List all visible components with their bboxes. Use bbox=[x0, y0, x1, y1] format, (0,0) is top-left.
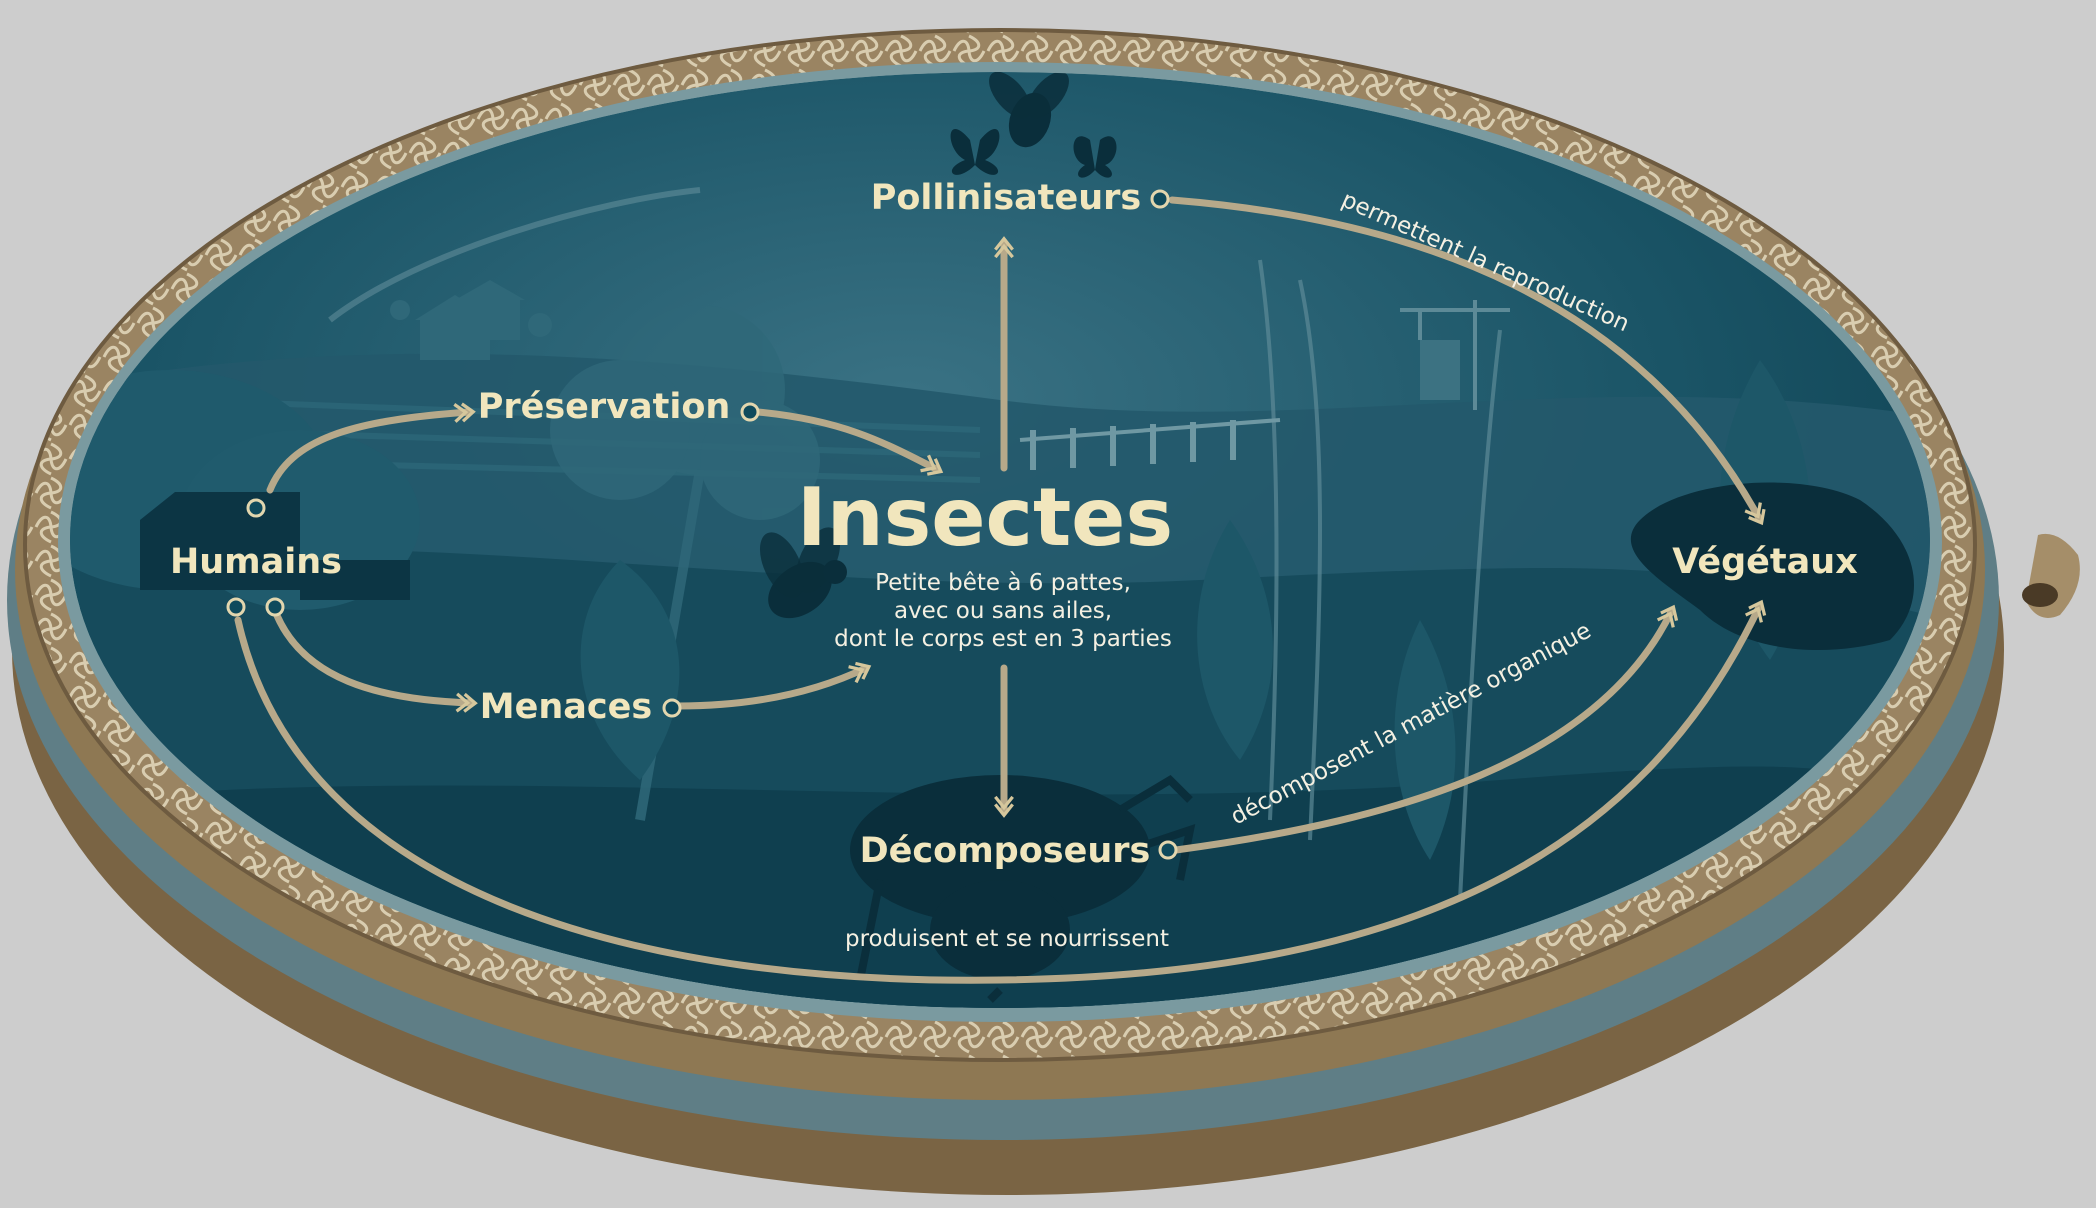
node-menaces: Menaces bbox=[480, 687, 652, 727]
hanging-hole bbox=[2022, 583, 2058, 607]
node-preservation: Préservation bbox=[478, 387, 731, 427]
node-decomposeurs: Décomposeurs bbox=[860, 831, 1151, 871]
node-pollinisateurs: Pollinisateurs bbox=[871, 178, 1142, 218]
edge-label-nourrissent: produisent et se nourrissent bbox=[845, 926, 1169, 952]
center-description-line-2: avec ou sans ailes, bbox=[894, 598, 1112, 624]
center-description-line-1: Petite bête à 6 pattes, bbox=[875, 570, 1131, 596]
node-humains: Humains bbox=[170, 542, 342, 582]
center-title: Insectes bbox=[797, 471, 1173, 564]
node-vegetaux: Végétaux bbox=[1672, 542, 1858, 582]
center-description-line-3: dont le corps est en 3 parties bbox=[834, 626, 1172, 652]
